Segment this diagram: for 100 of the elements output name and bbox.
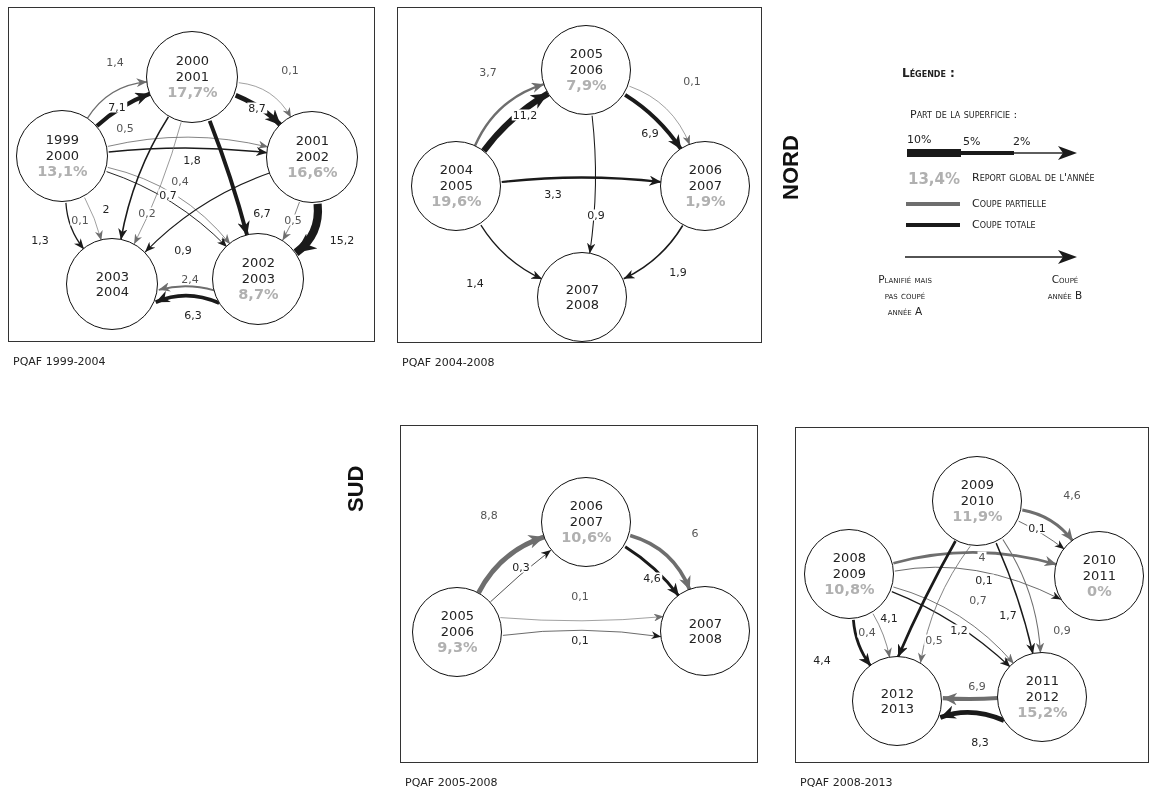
- percent-label: 13,1%: [37, 163, 88, 181]
- year-label: 2008 2009: [831, 550, 867, 582]
- year-label: 2004 2005: [438, 162, 474, 194]
- edge-label: 1,8: [182, 154, 202, 166]
- edge-label: 1,2: [949, 624, 969, 636]
- year-label: 2011 2012: [1024, 673, 1060, 705]
- percent-label: 7,9%: [566, 77, 607, 95]
- edge-label: 0,5: [283, 214, 303, 226]
- flow-arrow: [118, 116, 170, 241]
- edge-label: 0,9: [1052, 624, 1072, 636]
- flow-arrow: [476, 534, 546, 595]
- flow-arrow: [207, 120, 250, 236]
- flow-arrow: [586, 115, 597, 255]
- percent-label: 10,6%: [561, 529, 612, 547]
- legend-text: Coupe totale: [972, 218, 1036, 231]
- flow-arrow: [86, 78, 148, 119]
- edge-label: 0,7: [968, 594, 988, 606]
- edge-label: 15,2: [328, 234, 356, 246]
- edge-label: 8,3: [970, 736, 990, 748]
- panel-caption: PQAF 2005-2008: [405, 776, 498, 789]
- year-label: 2005 2006: [439, 608, 475, 640]
- edge-label: 4,1: [879, 612, 899, 624]
- year-label: 2005 2006: [568, 46, 604, 78]
- panel-caption: PQAF 1999-2004: [13, 355, 106, 368]
- flow-arrow: [157, 282, 216, 292]
- panel-caption: PQAF 2008-2013: [800, 776, 893, 789]
- percent-label: 17,7%: [167, 84, 218, 102]
- percent-label: 11,9%: [952, 508, 1003, 526]
- edge-label: 1,7: [998, 609, 1018, 621]
- flow-arrow: [624, 93, 683, 151]
- edge-label: 0,1: [570, 590, 590, 602]
- edge-label: 0,1: [280, 64, 300, 76]
- flow-arrow: [95, 91, 151, 128]
- percent-label: 10,8%: [824, 581, 875, 599]
- year-label: 2009 2010: [959, 477, 995, 509]
- legend-text: Coupé année B: [1046, 272, 1084, 303]
- edge-label: 0,1: [70, 214, 90, 226]
- edge-label: 7,1: [107, 101, 127, 113]
- percent-label: 9,3%: [437, 639, 478, 657]
- edge-label: 6,3: [183, 309, 203, 321]
- legend-text: Part de la superficie :: [910, 108, 1018, 121]
- edge-label: 0,2: [137, 207, 157, 219]
- year-label: 1999 2000: [44, 132, 80, 164]
- flow-arrow: [896, 540, 957, 658]
- year-label: 2006 2007: [568, 498, 604, 530]
- year-label: 2001 2002: [294, 133, 330, 165]
- flow-arrow: [622, 224, 684, 280]
- year-label: 2000 2001: [174, 53, 210, 85]
- edge-label: 0,1: [1027, 522, 1047, 534]
- edge-label: 6: [690, 527, 700, 539]
- flow-arrow: [144, 172, 271, 253]
- edge-label: 0,1: [570, 634, 590, 646]
- year-label: 2007 2008: [687, 615, 723, 647]
- year-circle: [1054, 531, 1145, 622]
- edge-label: 8,8: [479, 509, 499, 521]
- region-label: SUD: [343, 465, 369, 512]
- flow-arrow: [1022, 508, 1075, 542]
- edge-label: 6,7: [252, 207, 272, 219]
- flow-arrow: [939, 706, 1005, 723]
- legend-text: Légende :: [902, 66, 955, 80]
- percent-label: 15,2%: [1017, 704, 1068, 722]
- edge-label: 2,4: [180, 273, 200, 285]
- edge-label: 0,7: [158, 189, 178, 201]
- edge-label: 0,4: [170, 175, 190, 187]
- flow-arrow: [480, 224, 543, 280]
- year-label: 2002 2003: [240, 255, 276, 287]
- edge-label: 4: [977, 551, 987, 563]
- flow-arrow: [501, 175, 662, 186]
- edge-label: 0,1: [682, 75, 702, 87]
- legend-text: Planifié mais pas coupé année A: [877, 272, 933, 319]
- edge-label: 0,9: [586, 209, 606, 221]
- year-label: 2003 2004: [94, 268, 130, 300]
- edge-label: 0,9: [173, 244, 193, 256]
- flow-arrow: [629, 533, 692, 591]
- year-label: 2006 2007: [687, 162, 723, 194]
- edge-label: 1,9: [668, 266, 688, 278]
- edge-label: 2: [101, 203, 111, 215]
- legend-text: 10%: [907, 133, 932, 146]
- flow-arrow: [234, 92, 283, 127]
- flow-arrow: [1002, 538, 1044, 654]
- edge-label: 0,1: [974, 574, 994, 586]
- edge-label: 6,9: [967, 680, 987, 692]
- legend-text: 5%: [963, 135, 981, 148]
- legend-text: Coupe partielle: [972, 197, 1047, 210]
- edge-label: 0,5: [115, 122, 135, 134]
- percent-label: 16,6%: [287, 164, 338, 182]
- percent-label: 0%: [1087, 583, 1112, 601]
- edge-label: 11,2: [511, 109, 539, 121]
- flow-arrow: [995, 542, 1035, 655]
- flow-arrow: [893, 551, 1058, 567]
- flow-arrow: [155, 291, 220, 305]
- edge-label: 4,6: [642, 572, 662, 584]
- flow-arrow: [624, 545, 681, 597]
- edge-label: 4,4: [812, 654, 832, 666]
- flow-arrow: [107, 147, 269, 157]
- edge-label: 0,5: [924, 634, 944, 646]
- year-label: 2007 2008: [564, 281, 600, 313]
- flow-arrow: [473, 83, 545, 147]
- edge-label: 8,7: [247, 102, 267, 114]
- edge-label: 0,4: [857, 626, 877, 638]
